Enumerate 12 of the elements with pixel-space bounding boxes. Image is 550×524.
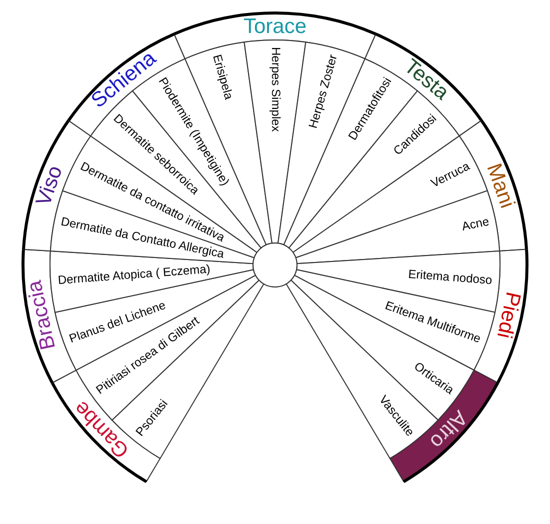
disease-label: Dermatite Atopica ( Eczema) <box>57 263 210 288</box>
wheel-sector <box>244 40 306 244</box>
category-label: Viso <box>32 163 68 210</box>
disease-label: Eritema nodoso <box>408 268 493 288</box>
disease-label: Acne <box>460 215 490 234</box>
disease-label: Erisipela <box>209 53 236 102</box>
category-label: Piedi <box>492 290 525 341</box>
disease-label: Herpes Simplex <box>268 47 282 132</box>
category-label: Torace <box>243 14 306 39</box>
category-label: Mani <box>481 160 520 212</box>
category-label: Braccia <box>22 278 60 352</box>
disease-label: Herpes Zoster <box>306 53 341 130</box>
